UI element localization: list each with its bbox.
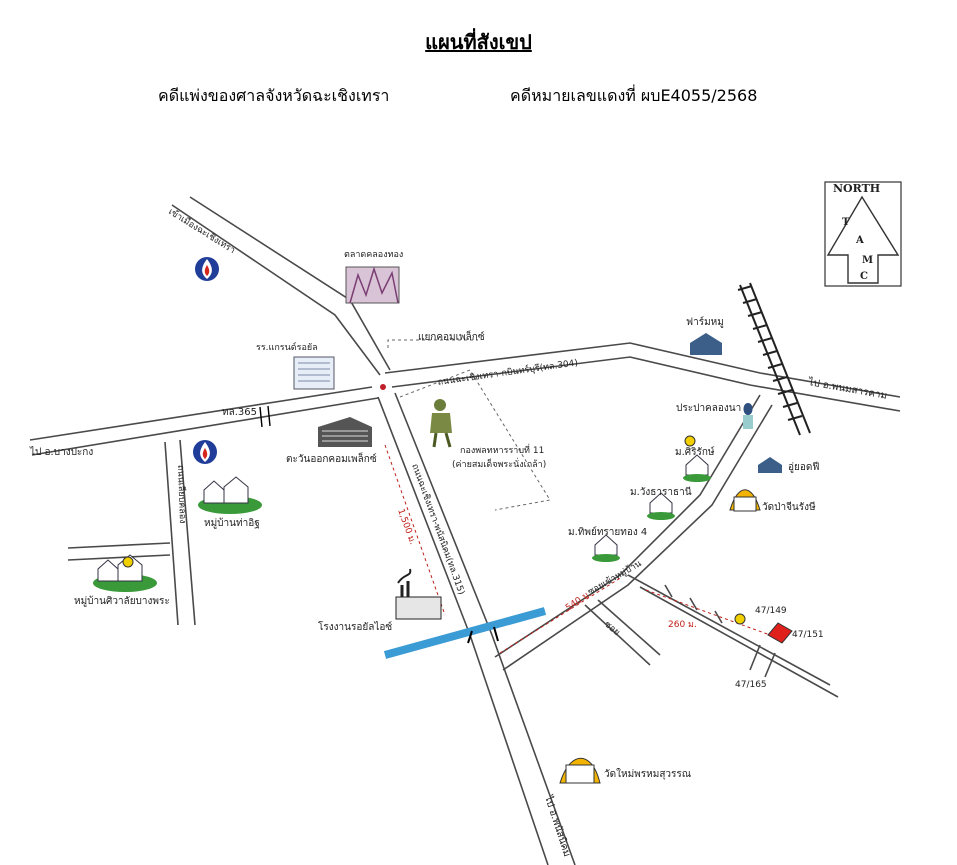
road-to-target: [627, 574, 831, 686]
gas-station-icon: [195, 257, 219, 281]
label-army-line2: (ค่ายสมเด็จพระนั่งเกล้า): [452, 457, 546, 470]
label-farm: ฟาร์มหมู: [686, 316, 724, 328]
complex-building-icon: [318, 417, 372, 447]
label-mo-chaiyarat: ม.วังธาราธานี: [630, 486, 692, 498]
road-315-edge: [394, 392, 576, 865]
junction-marker: [380, 384, 386, 390]
label-route-365: ทล.365: [222, 407, 257, 418]
target-parcel-marker: [734, 613, 793, 644]
water-tower-icon: [743, 403, 753, 429]
bridge: [467, 626, 499, 644]
label-parcel-47-151: 47/151: [792, 630, 824, 640]
factory-icon: [395, 568, 442, 620]
label-school: รร.แกรนด์รอยัล: [256, 341, 318, 353]
house-village-icon: [647, 492, 675, 520]
road-bang-pakong-edge: [31, 397, 379, 456]
market-icon: [345, 266, 400, 304]
location-map: NORTH T A M C: [29, 181, 902, 865]
compass-letter-a: A: [855, 235, 864, 246]
branch-road-edge: [502, 404, 773, 671]
farm-icon: [690, 333, 722, 355]
branch-road: [494, 394, 761, 658]
army-soldier-icon: [430, 399, 452, 448]
railway: [737, 282, 811, 436]
stub-to-parcel: [749, 644, 776, 678]
bridge-365: [259, 405, 271, 428]
house-village-icon: [198, 476, 262, 514]
label-factory: โรงงานรอยัลไอซ์: [318, 620, 392, 633]
road-bang-pakong: [29, 386, 373, 441]
label-water-supply: ประปาคลองนา: [676, 403, 741, 414]
road-network: [29, 196, 901, 865]
dashed-guides: [384, 339, 771, 654]
label-parcel-47-165: 47/165: [735, 680, 767, 690]
garage-icon: [758, 457, 782, 473]
label-side-road: ถนนเลียบคลอง: [175, 465, 188, 524]
side-road-left: [164, 439, 196, 626]
court-name: คดีแพ่งของศาลจังหวัดฉะเชิงเทรา: [158, 86, 390, 105]
label-to-phanat-nikhom: ไป อ.พนัสนิคม: [542, 793, 573, 858]
compass-letter-t: T: [842, 217, 850, 228]
label-parcel-47-149: 47/149: [755, 606, 787, 616]
label-temple-1: วัดป่าจีนรังษี: [762, 501, 816, 513]
house-village-icon: [592, 534, 620, 562]
map-title: แผนที่สังเขป: [425, 30, 532, 54]
label-mo-thipwiman: ม.ทิพย์ทรายทอง 4: [568, 526, 647, 538]
temple-icon: [729, 489, 761, 512]
soi-1-edge: [597, 599, 661, 656]
compass-label: NORTH: [833, 182, 880, 195]
distance-260: 260 ม.: [668, 620, 697, 630]
label-highway-304: ถนนฉะเชิงเทรา-กบินทร์บุรี(ทล.304): [437, 356, 579, 388]
compass-letter-m: M: [862, 255, 873, 266]
label-village-siwalai: หมู่บ้านศิวาลัยบางพระ: [74, 595, 170, 607]
house-village-icon: [683, 435, 711, 482]
canal: [383, 607, 547, 659]
road-304: [384, 342, 901, 398]
label-to-city: เข้าเมืองฉะเชิงเทรา: [166, 206, 237, 256]
label-army-line1: กองพลทหารราบที่ 11: [460, 443, 544, 456]
gas-station-icon: [193, 440, 217, 464]
label-junction: แยกคอมเพล็กซ์: [418, 329, 485, 343]
label-temple-2: วัดใหม่พรหมสุวรรณ: [604, 768, 691, 780]
case-number: คดีหมายเลขแดงที่ ผบE4055/2568: [510, 86, 758, 105]
label-market: ตลาดคลองทอง: [344, 250, 403, 260]
road-to-city: [171, 204, 381, 376]
road-bottom-left: [67, 542, 171, 561]
school-building-icon: [293, 356, 335, 390]
north-compass: NORTH T A M C: [824, 181, 902, 287]
label-village-tha-it: หมู่บ้านท่าอิฐ: [204, 517, 260, 529]
road-304-edge: [391, 356, 901, 412]
label-garage: อู่ยอดฟี: [788, 461, 819, 473]
label-to-bang-pakong: ไป อ.บางปะกง: [29, 446, 93, 458]
road-to-target-edge: [639, 586, 839, 698]
road-stubs: [664, 584, 723, 624]
house-village-icon: [93, 554, 157, 592]
label-route-315: ถนนฉะเชิงเทรา-พนัสนิคม(ทล.315): [409, 462, 467, 596]
label-complex: ตะวันออกคอมเพล็กซ์: [286, 451, 377, 465]
temple-icon: [559, 757, 601, 784]
label-to-phanom-sarakham: ไป อ.พนมสารคาม: [806, 376, 888, 402]
compass-letter-c: C: [860, 271, 868, 282]
label-mo-sirirak: ม.ศิริรักษ์: [675, 446, 715, 458]
soi-1: [584, 604, 651, 666]
